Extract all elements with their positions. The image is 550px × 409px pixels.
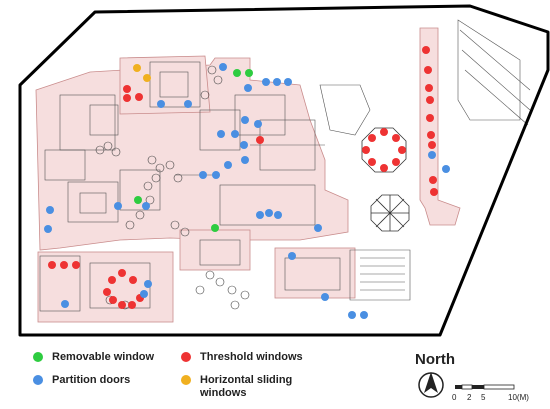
legend-swatch-blue — [33, 375, 43, 385]
legend-label: Removable window — [52, 351, 155, 363]
scale-bar — [455, 384, 515, 390]
scale-label-0: 0 — [452, 393, 457, 402]
scale-label-2: 2 — [467, 393, 472, 402]
legend-label: Threshold windows — [200, 351, 303, 363]
building-linework — [39, 19, 531, 312]
north-label: North — [415, 351, 455, 368]
threshold-window-markers — [48, 46, 438, 309]
legend-swatch-green — [33, 352, 43, 362]
legend-item-threshold-windows: Threshold windows — [181, 351, 303, 364]
legend-swatch-red — [181, 352, 191, 362]
removable-window-markers — [134, 69, 253, 232]
scale-label-10m: 10(M) — [508, 393, 529, 402]
scale-label-5: 5 — [481, 393, 486, 402]
legend-label: Partition doors — [52, 374, 131, 386]
legend-label: Horizontal sliding windows — [200, 374, 293, 399]
site-boundary — [18, 4, 550, 337]
legend-item-partition-doors: Partition doors — [33, 374, 130, 387]
north-arrow-icon — [418, 372, 444, 398]
tree-clusters — [95, 65, 250, 310]
legend-item-horizontal-sliding-windows: Horizontal sliding windows — [181, 374, 292, 400]
legend-swatch-orange — [181, 375, 191, 385]
legend-item-removable-window: Removable window — [33, 351, 154, 364]
horizontal-sliding-window-markers — [133, 64, 151, 82]
partition-door-markers — [44, 63, 450, 319]
octagon-pavilion-icon — [361, 127, 410, 232]
